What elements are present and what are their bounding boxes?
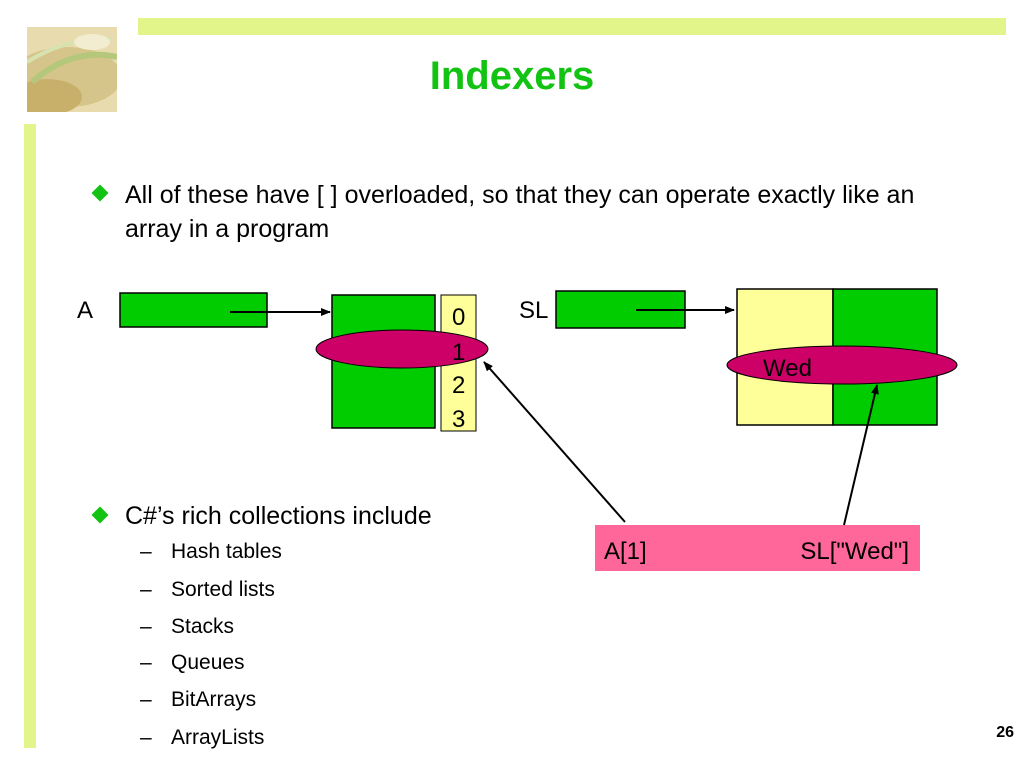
sorted-list-variable-label: SL (519, 297, 548, 324)
sorted-list-key-pointer-arrow (843, 384, 879, 526)
index-label: 3 (452, 406, 465, 433)
callout-array-accessor: A[1] (604, 538, 647, 565)
bullet-text: C#’s rich collections include (125, 502, 432, 530)
list-dash: – (140, 578, 152, 601)
callout-sorted-list-accessor: SL["Wed"] (800, 538, 909, 565)
list-dash: – (140, 688, 152, 711)
list-dash: – (140, 726, 152, 749)
list-dash: – (140, 651, 152, 674)
array-reference-box (119, 292, 268, 328)
highlight-key-label: Wed (763, 355, 812, 382)
array-variable-label: A (77, 297, 93, 324)
index-label: 0 (452, 304, 465, 331)
list-item: BitArrays (171, 688, 257, 711)
list-item: Queues (171, 651, 245, 674)
sorted-list-highlight-ellipse (726, 345, 958, 385)
bullet-text: All of these have [ ] overloaded, so tha… (125, 181, 915, 243)
list-item: ArrayLists (171, 726, 265, 749)
index-label: 2 (452, 372, 465, 399)
left-accent-bar (24, 124, 36, 748)
index-label: 1 (452, 339, 465, 366)
top-accent-bar (138, 18, 1006, 35)
accessor-callout-box (595, 525, 920, 571)
array-highlight-ellipse (315, 329, 489, 369)
list-item: Hash tables (171, 540, 282, 563)
array-index-pointer-arrow (483, 361, 626, 523)
corner-logo-image (27, 27, 117, 112)
list-dash: – (140, 540, 152, 563)
list-dash: – (140, 615, 152, 638)
list-item: Sorted lists (171, 578, 275, 601)
list-item: Stacks (171, 615, 235, 638)
slide-title: Indexers (429, 54, 595, 98)
page-number: 26 (996, 724, 1014, 741)
